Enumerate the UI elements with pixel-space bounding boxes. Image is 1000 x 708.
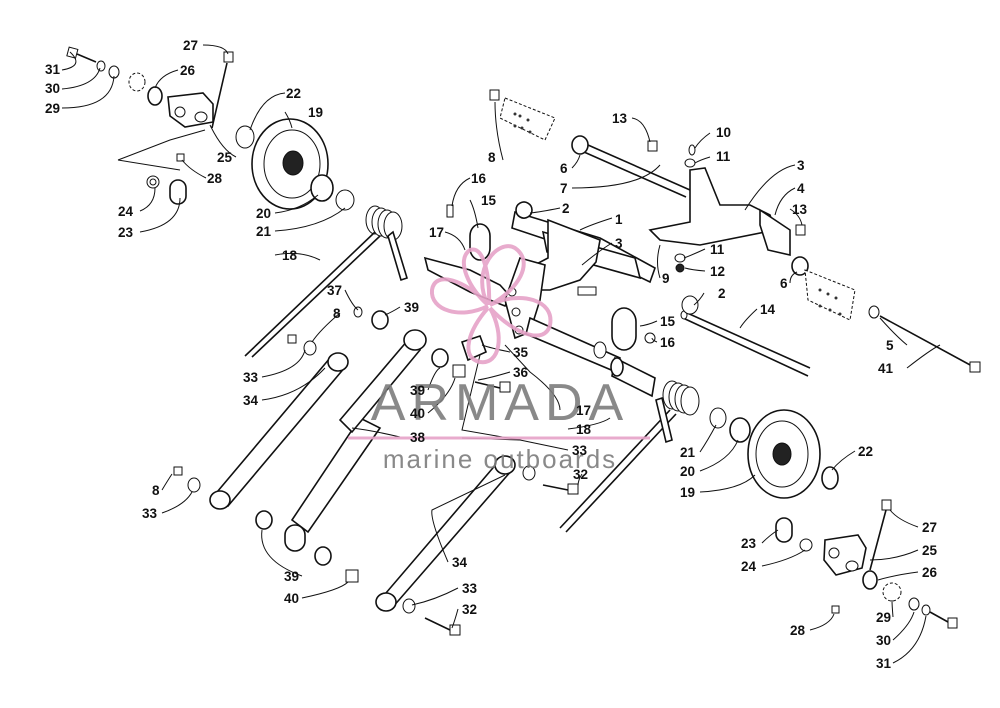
callout: 22 [858, 444, 873, 459]
callout: 20 [256, 206, 271, 221]
callout: 8 [488, 150, 496, 165]
callout: 20 [680, 464, 695, 479]
callout: 32 [462, 602, 477, 617]
callout: 31 [876, 656, 892, 671]
leader-lines [61, 44, 941, 664]
callout: 35 [513, 345, 529, 360]
callout: 8 [152, 483, 160, 498]
callout: 14 [760, 302, 776, 317]
callout: 33 [243, 370, 259, 385]
logo-petal-right [488, 295, 553, 338]
callout: 29 [876, 610, 891, 625]
callout: 33 [572, 443, 588, 458]
callout: 3 [615, 236, 623, 251]
callout: 5 [886, 338, 894, 353]
callout: 34 [452, 555, 468, 570]
callout-labels: 31 30 29 27 26 22 19 25 28 24 23 20 21 1… [45, 38, 938, 671]
callout: 18 [282, 248, 298, 263]
callout: 7 [560, 181, 568, 196]
callout: 1 [615, 212, 623, 227]
watermark-tagline: marine outboards [383, 444, 617, 474]
callout: 36 [513, 365, 529, 380]
callout: 33 [462, 581, 478, 596]
logo-petal-top [480, 244, 526, 307]
watermark-brand: ARMADA [371, 374, 629, 432]
callout: 21 [256, 224, 272, 239]
callout: 31 [45, 62, 61, 77]
callout: 15 [481, 193, 497, 208]
callout: 24 [741, 559, 757, 574]
parts-drawing [66, 46, 981, 636]
callout: 8 [333, 306, 341, 321]
callout: 24 [118, 204, 134, 219]
callout: 4 [797, 181, 805, 196]
callout: 26 [180, 63, 196, 78]
callout: 32 [573, 467, 588, 482]
callout: 30 [876, 633, 891, 648]
callout: 38 [410, 430, 426, 445]
stopper-dots-right [818, 288, 842, 316]
callout: 13 [612, 111, 628, 126]
callout: 16 [471, 171, 487, 186]
callout: 27 [183, 38, 198, 53]
callout: 9 [662, 271, 670, 286]
callout: 26 [922, 565, 938, 580]
watermark-flower-logo [429, 244, 553, 365]
callout: 10 [716, 125, 731, 140]
logo-petal-tl [462, 247, 492, 307]
callout: 34 [243, 393, 259, 408]
callout: 11 [710, 242, 725, 257]
callout: 39 [284, 569, 299, 584]
callout: 13 [792, 202, 808, 217]
callout: 23 [118, 225, 134, 240]
callout: 21 [680, 445, 696, 460]
callout: 25 [922, 543, 938, 558]
callout: 23 [741, 536, 757, 551]
callout: 11 [716, 149, 731, 164]
callout: 37 [327, 283, 342, 298]
logo-petal-bottom [466, 306, 501, 365]
callout: 27 [922, 520, 937, 535]
callout: 6 [560, 161, 568, 176]
callout: 17 [576, 403, 591, 418]
callout: 3 [797, 158, 805, 173]
callout: 40 [284, 591, 299, 606]
callout: 39 [410, 383, 425, 398]
callout: 28 [207, 171, 223, 186]
callout: 2 [718, 286, 726, 301]
callout: 22 [286, 86, 301, 101]
logo-petal-left [429, 277, 490, 315]
callout: 18 [576, 422, 592, 437]
callout: 16 [660, 335, 676, 350]
callout: 17 [429, 225, 444, 240]
stopper-dots-top [513, 112, 532, 134]
callout: 12 [710, 264, 725, 279]
callout: 28 [790, 623, 806, 638]
callout: 39 [404, 300, 419, 315]
callout: 40 [410, 406, 425, 421]
callout: 19 [308, 105, 323, 120]
callout: 15 [660, 314, 676, 329]
callout: 6 [780, 276, 788, 291]
callout: 2 [562, 201, 570, 216]
callout: 41 [878, 361, 894, 376]
callout: 30 [45, 81, 60, 96]
callout: 25 [217, 150, 233, 165]
callout: 19 [680, 485, 695, 500]
callout: 33 [142, 506, 158, 521]
watermark: ARMADA marine outboards [348, 244, 650, 474]
callout: 29 [45, 101, 60, 116]
